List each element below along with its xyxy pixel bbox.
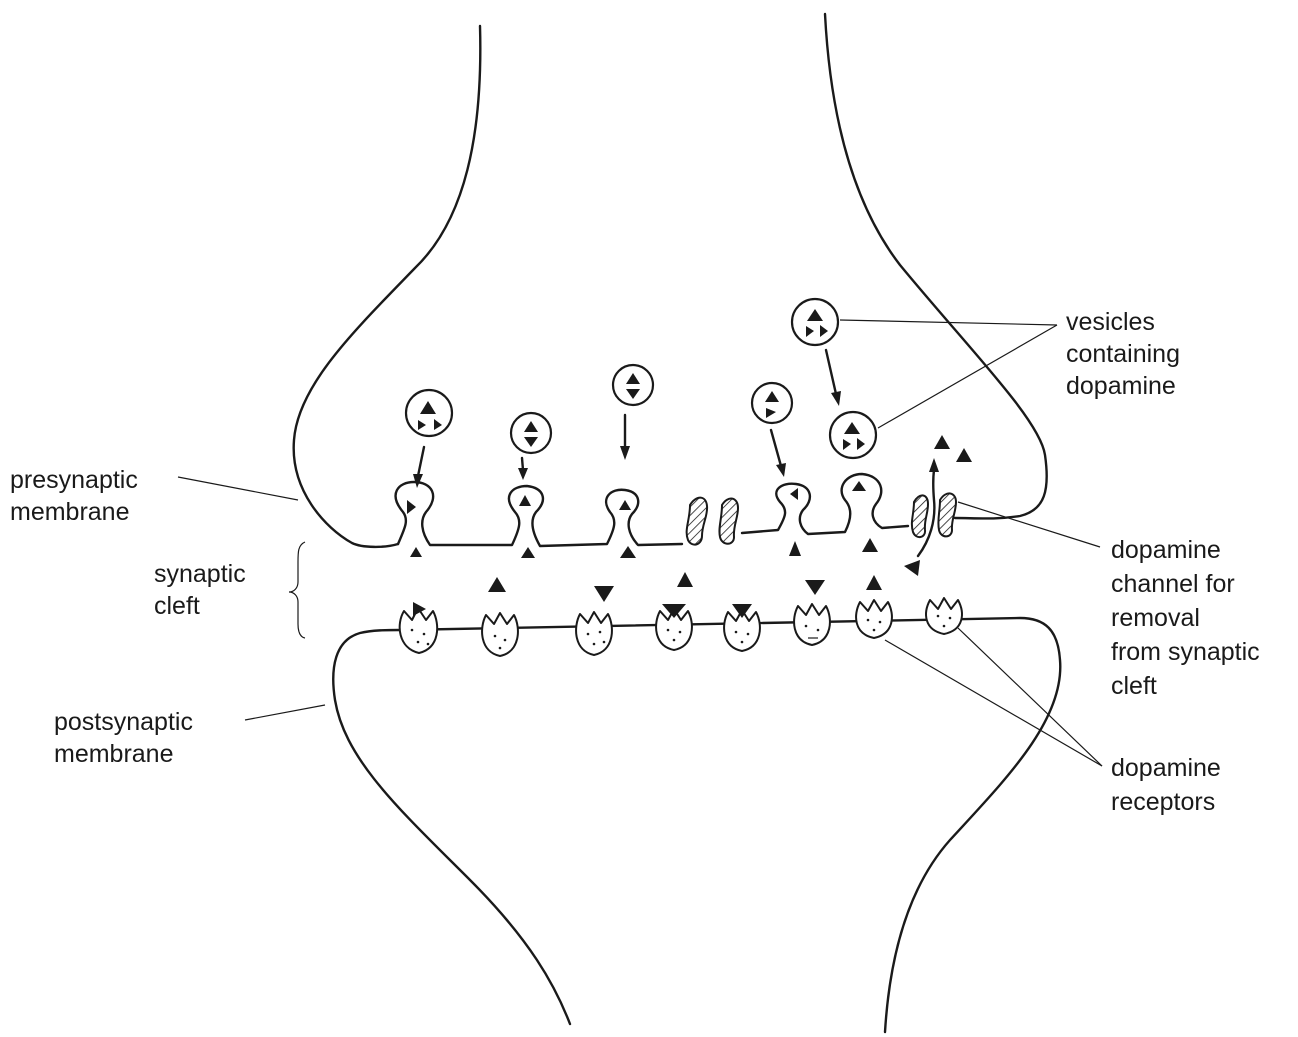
postsynaptic-membrane-label: postsynaptic membrane xyxy=(54,708,200,768)
vesicle-icon xyxy=(611,363,655,407)
vesicle-icon xyxy=(404,388,454,438)
vesicles-label: vesicles containing dopamine xyxy=(1066,308,1187,400)
dopamine-receptors-label: dopamine receptors xyxy=(1111,754,1228,816)
synaptic-cleft-label: synaptic cleft xyxy=(154,560,253,620)
synaptic-cleft-brace xyxy=(288,541,306,639)
dopamine-receptor-icon xyxy=(723,604,761,652)
dopamine-triangle-icon xyxy=(789,541,801,556)
dopamine-channel-label: dopamine channel for removal from synapt… xyxy=(1111,536,1267,700)
vesicle-arrow xyxy=(769,428,786,477)
channel-leader-line xyxy=(957,501,1101,548)
dopamine-triangle-icon xyxy=(852,481,866,491)
dopamine-receptor-icon xyxy=(793,603,831,646)
presynaptic-terminal-right-outline xyxy=(823,12,1048,520)
dopamine-triangle-icon xyxy=(488,577,506,592)
dopamine-triangle-icon xyxy=(677,572,693,587)
dopamine-triangle-icon xyxy=(521,547,535,558)
dopamine-triangle-icon xyxy=(407,500,416,514)
dopamine-triangle-icon xyxy=(519,495,531,506)
receptors-leader-line xyxy=(957,627,1103,767)
dopamine-channel-icon xyxy=(910,492,958,538)
dopamine-triangle-icon xyxy=(904,560,920,576)
vesicle-icon xyxy=(790,297,840,347)
dopamine-triangle-icon xyxy=(619,500,631,510)
presynaptic-terminal-left-outline xyxy=(292,24,482,549)
presynaptic-membrane-segment xyxy=(740,472,910,536)
dopamine-receptor-icon xyxy=(575,611,613,656)
dopamine-triangle-icon xyxy=(790,488,798,500)
dopamine-triangle-icon xyxy=(805,580,825,595)
dopamine-triangle-icon xyxy=(862,538,878,552)
dopamine-triangle-icon xyxy=(934,435,950,449)
postsynaptic-membrane xyxy=(332,616,1062,1034)
vesicle-icon xyxy=(750,381,794,425)
dopamine-receptor-icon xyxy=(398,602,439,654)
dopamine-triangle-icon xyxy=(410,547,422,557)
receptors-leader-line xyxy=(884,639,1103,767)
dopamine-triangle-icon xyxy=(956,448,972,462)
presynaptic-membrane xyxy=(394,480,684,548)
dopamine-receptor-icon xyxy=(855,599,893,639)
vesicle-arrow xyxy=(824,348,841,406)
vesicle-arrow xyxy=(620,413,630,460)
dopamine-triangle-icon xyxy=(620,546,636,558)
vesicle-arrow xyxy=(413,445,426,488)
presynaptic-leader-line xyxy=(177,476,299,501)
dopamine-triangle-icon xyxy=(866,575,882,590)
vesicle-arrow xyxy=(518,456,528,480)
dopamine-channel-icon xyxy=(685,496,740,546)
vesicles-leader-line xyxy=(877,324,1058,429)
dopamine-receptor-icon xyxy=(925,597,963,635)
vesicles-leader-line xyxy=(839,319,1058,326)
vesicle-icon xyxy=(509,411,553,455)
dopamine-receptor-icon xyxy=(481,612,519,657)
vesicle-icon xyxy=(828,410,878,460)
presynaptic-membrane-label: presynaptic membrane xyxy=(10,466,145,526)
dopamine-receptor-icon xyxy=(655,604,693,651)
reuptake-arrow xyxy=(916,458,939,558)
dopamine-triangle-icon xyxy=(594,586,614,602)
postsynaptic-leader-line xyxy=(244,704,326,721)
